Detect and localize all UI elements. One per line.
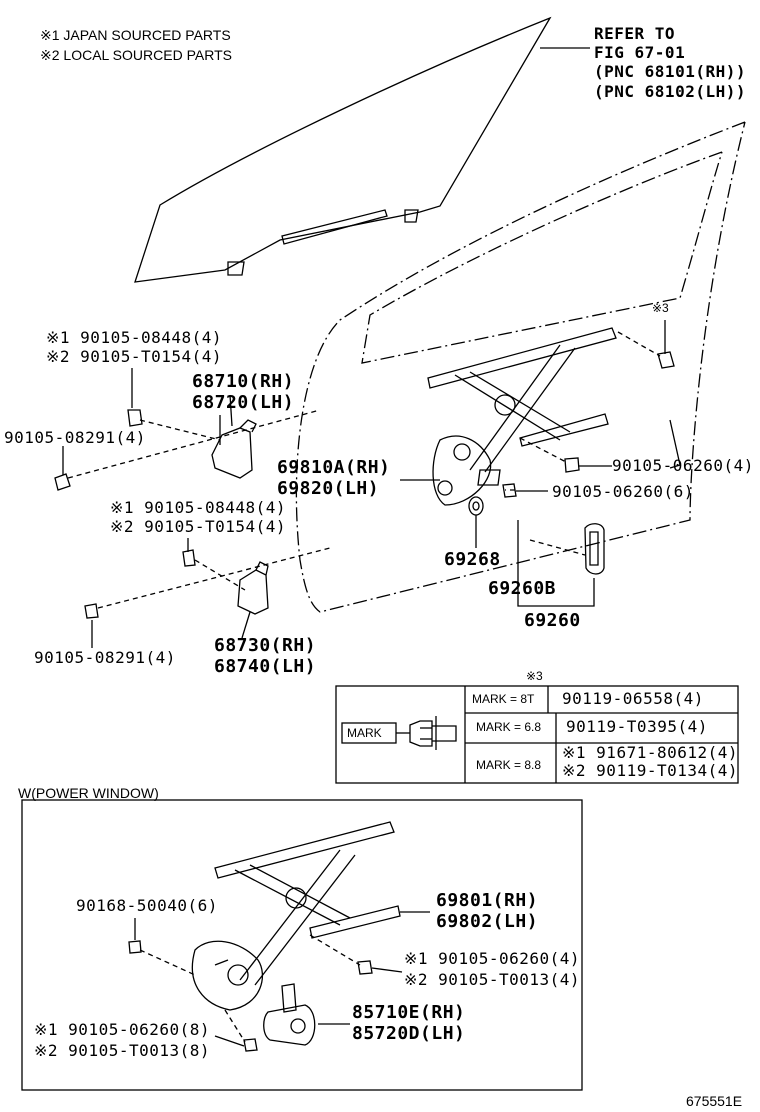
callout-hinge-upper-lh: 68720(LH)	[192, 392, 295, 413]
callout-bolt-set-1a: ※1 90105-08448(4)	[46, 328, 223, 347]
power-window-box	[21, 799, 583, 1091]
mark-row-1-mark: MARK = 8T	[472, 692, 535, 706]
note-japan-sourced: ※1 JAPAN SOURCED PARTS	[40, 27, 231, 43]
callout-bolt-r1: 90105-06260(4)	[612, 456, 754, 475]
refer-line-1: REFER TO	[594, 24, 676, 43]
upper-hinge	[211, 415, 257, 479]
solid-leaders	[62, 320, 681, 648]
pw-solid-leaders	[134, 911, 430, 1047]
callout-bolt-upper: 90105-08291(4)	[4, 428, 146, 447]
handle-69260	[517, 520, 605, 607]
callout-regulator-rh: 69810A(RH)	[277, 457, 391, 478]
refer-line-3: (PNC 68101(RH))	[594, 62, 746, 81]
pw-callout-bolt-b1: ※1 90105-06260(8)	[34, 1020, 211, 1039]
callout-regulator-lh: 69820(LH)	[277, 478, 380, 499]
pw-callout-bolt-a: 90168-50040(6)	[76, 896, 218, 915]
window-motor	[263, 983, 316, 1046]
callout-bolt-set-2a: ※1 90105-08448(4)	[110, 498, 287, 517]
bolts	[54, 351, 675, 619]
pw-bolts	[128, 940, 373, 1052]
pw-callout-motor-rh: 85710E(RH)	[352, 1002, 466, 1023]
note-local-sourced: ※2 LOCAL SOURCED PARTS	[40, 47, 232, 63]
washer-69268	[468, 496, 484, 548]
door-frame	[295, 121, 746, 613]
callout-bolt-r2: 90105-06260(6)	[552, 482, 694, 501]
refer-line-2: FIG 67-01	[594, 43, 686, 62]
manual-regulator	[427, 327, 617, 506]
pw-callout-motor-lh: 85720D(LH)	[352, 1023, 466, 1044]
callout-bolt-set-1b: ※2 90105-T0154(4)	[46, 347, 223, 366]
door-glass	[134, 16, 552, 283]
mark-row-1-part: 90119-06558(4)	[562, 689, 704, 708]
mark-label: MARK	[347, 726, 382, 740]
pw-callout-bolt-a2: ※2 90105-T0013(4)	[404, 970, 581, 989]
leader-lines	[67, 331, 661, 609]
pw-callout-regulator-lh: 69802(LH)	[436, 911, 539, 932]
pw-callout-bolt-a1: ※1 90105-06260(4)	[404, 949, 581, 968]
callout-69260: 69260	[524, 610, 581, 631]
callout-bolt-lower: 90105-08291(4)	[34, 648, 176, 667]
pw-dashed-leaders	[139, 934, 361, 1043]
mark-table-frame	[335, 685, 739, 784]
figure-code: 675551E	[686, 1093, 743, 1109]
callout-69268: 69268	[444, 549, 501, 570]
mark-row-2-mark: MARK = 6.8	[476, 720, 542, 734]
callout-hinge-upper-rh: 68710(RH)	[192, 371, 295, 392]
pw-callout-bolt-b2: ※2 90105-T0013(8)	[34, 1041, 211, 1060]
callout-star3: ※3	[652, 301, 669, 315]
pw-callout-regulator-rh: 69801(RH)	[436, 890, 539, 911]
power-regulator	[191, 821, 401, 1011]
mark-row-3-part-2: ※2 90119-T0134(4)	[562, 761, 739, 780]
mark-row-2-part: 90119-T0395(4)	[566, 717, 708, 736]
callout-hinge-lower-rh: 68730(RH)	[214, 635, 317, 656]
callout-hinge-lower-lh: 68740(LH)	[214, 656, 317, 677]
mark-row-3-part-1: ※1 91671-80612(4)	[562, 743, 739, 762]
callout-bolt-set-2b: ※2 90105-T0154(4)	[110, 517, 287, 536]
mark-table-header: ※3	[526, 669, 543, 683]
refer-line-4: (PNC 68102(LH))	[594, 82, 746, 101]
mark-row-3-mark: MARK = 8.8	[476, 758, 542, 772]
callout-69260b: 69260B	[488, 578, 557, 599]
power-window-title: W(POWER WINDOW)	[18, 785, 159, 801]
